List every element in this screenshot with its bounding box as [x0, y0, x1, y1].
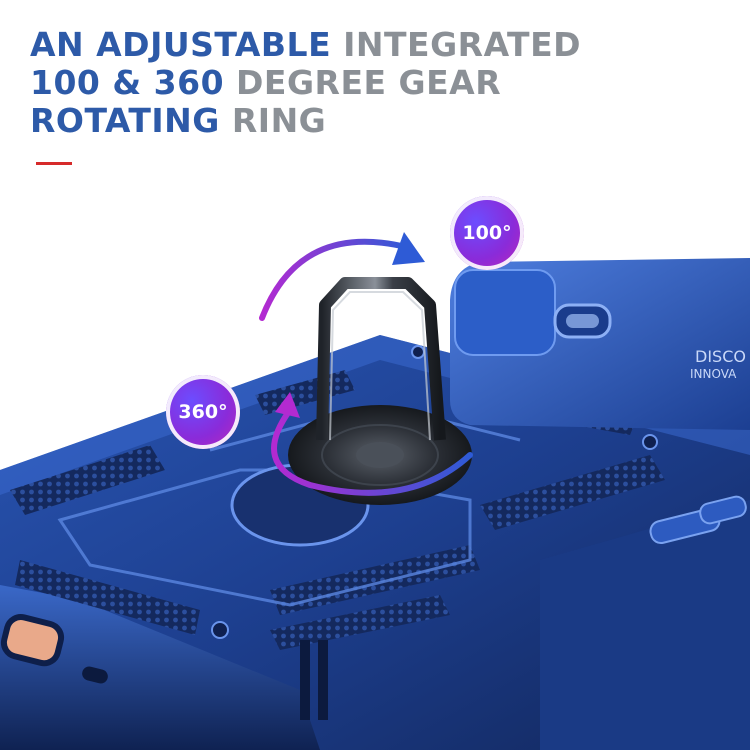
headline-line-1-blue: AN ADJUSTABLE [30, 25, 332, 64]
headline-line-2-blue: 100 & 360 [30, 63, 225, 102]
headline-line-3-grey: RING [219, 101, 327, 140]
badge-360-label: 360° [178, 401, 228, 423]
accent-divider [36, 162, 72, 165]
case-print-line-1: DISCO [695, 347, 746, 366]
badge-100-degree: 100° [450, 196, 524, 270]
screws [211, 345, 658, 639]
headline-line-2-grey: DEGREE GEAR [224, 63, 502, 102]
headline-line-3-blue: ROTATING [30, 101, 220, 140]
headline-line-3: ROTATING RING [30, 102, 581, 140]
headline: AN ADJUSTABLE INTEGRATED 100 & 360 DEGRE… [30, 26, 581, 140]
rotation-arrow-360-icon [271, 407, 473, 496]
rotation-arrow-100-icon [259, 238, 413, 321]
side-buttons [649, 495, 747, 545]
badge-360-degree: 360° [166, 375, 240, 449]
headline-line-1-grey: INTEGRATED [331, 25, 581, 64]
rotation-arrows [259, 232, 473, 496]
headline-line-1: AN ADJUSTABLE INTEGRATED [30, 26, 581, 64]
headline-line-2: 100 & 360 DEGREE GEAR [30, 64, 581, 102]
camera-slider: DISCO INNOVA [450, 258, 750, 430]
case-print-line-2: INNOVA [690, 367, 737, 381]
ports [0, 614, 328, 720]
badge-100-label: 100° [462, 222, 512, 244]
